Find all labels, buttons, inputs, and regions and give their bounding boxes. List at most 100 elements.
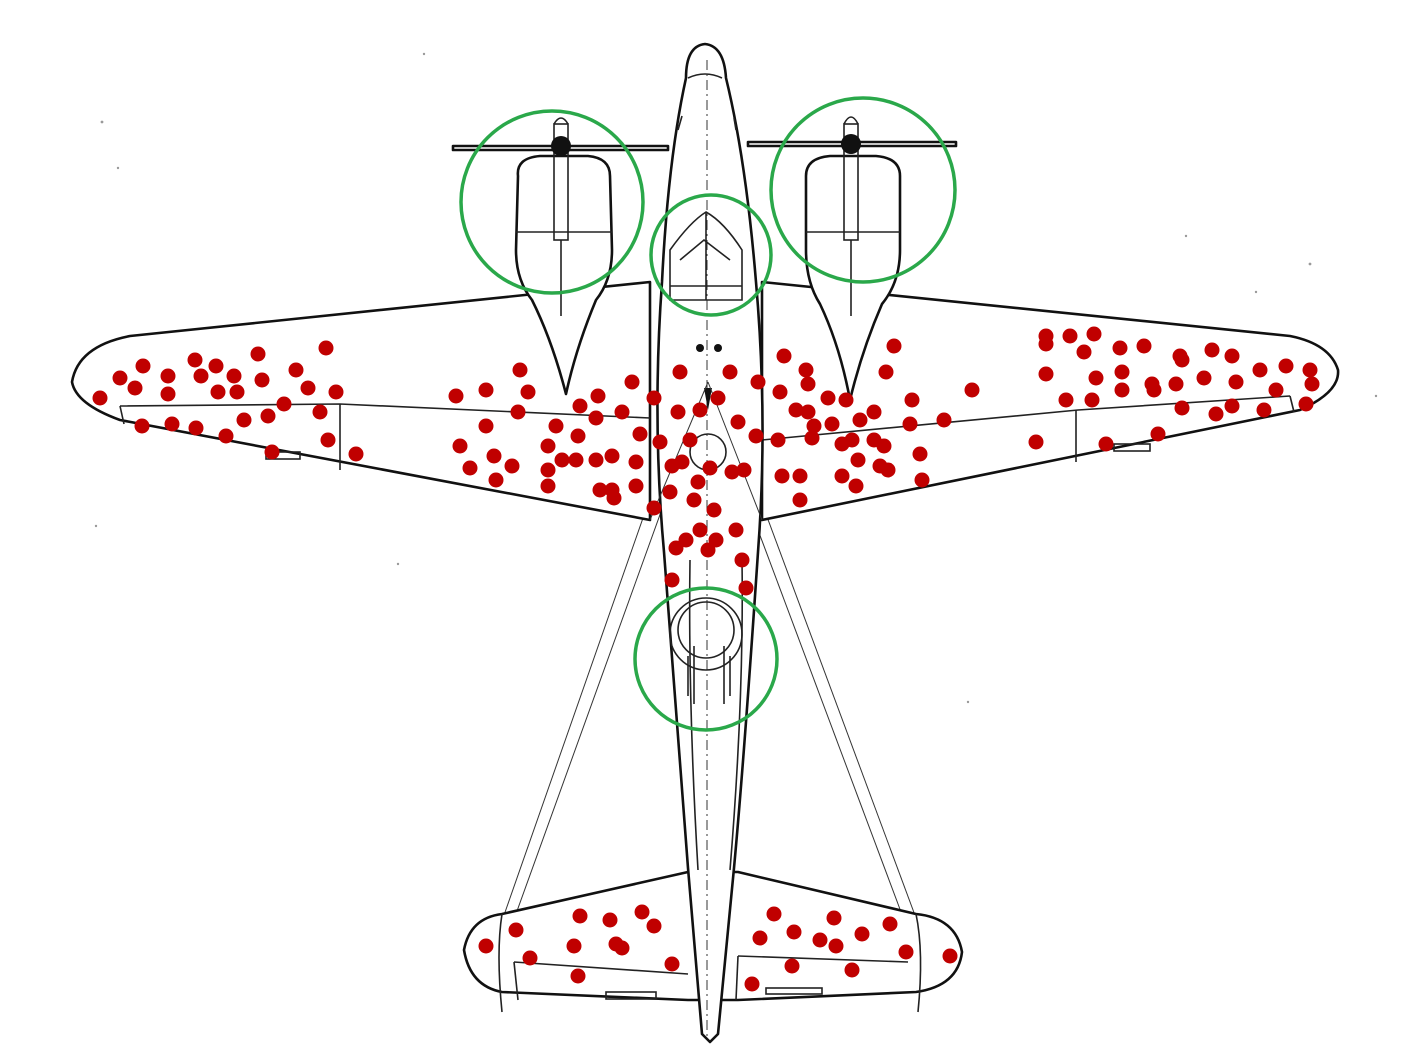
hit-marker xyxy=(786,924,802,940)
hit-marker xyxy=(792,468,808,484)
hit-marker xyxy=(452,438,468,454)
hit-marker xyxy=(1098,436,1114,452)
hit-marker xyxy=(1084,392,1100,408)
hit-marker xyxy=(160,386,176,402)
hit-marker xyxy=(806,418,822,434)
hit-marker xyxy=(752,930,768,946)
scan-speckles xyxy=(94,52,1378,704)
left-engine-nacelle xyxy=(451,117,670,396)
hit-marker xyxy=(904,392,920,408)
hit-marker xyxy=(92,390,108,406)
hit-marker xyxy=(318,340,334,356)
hit-marker xyxy=(686,492,702,508)
hit-marker xyxy=(522,950,538,966)
hit-marker xyxy=(328,384,344,400)
hit-marker xyxy=(614,404,630,420)
hit-marker xyxy=(604,448,620,464)
hit-marker xyxy=(1114,364,1130,380)
hit-marker xyxy=(1204,342,1220,358)
hit-marker xyxy=(134,418,150,434)
hit-marker xyxy=(852,412,868,428)
hit-marker xyxy=(127,380,143,396)
hit-marker xyxy=(1146,382,1162,398)
hit-marker xyxy=(1196,370,1212,386)
hit-marker xyxy=(700,542,716,558)
hit-marker xyxy=(744,976,760,992)
left-engine-ring xyxy=(459,109,645,295)
hit-marker xyxy=(800,376,816,392)
hit-marker xyxy=(1062,328,1078,344)
hit-marker xyxy=(1224,348,1240,364)
hit-marker xyxy=(722,364,738,380)
hit-marker xyxy=(187,352,203,368)
hit-marker xyxy=(1174,400,1190,416)
hit-marker xyxy=(798,362,814,378)
hit-marker xyxy=(820,390,836,406)
hit-marker xyxy=(882,916,898,932)
hit-marker xyxy=(674,454,690,470)
hit-marker xyxy=(1136,338,1152,354)
hit-marker xyxy=(572,908,588,924)
hit-marker xyxy=(572,398,588,414)
hit-marker xyxy=(692,522,708,538)
hit-marker xyxy=(632,426,648,442)
hit-marker xyxy=(486,448,502,464)
hit-marker xyxy=(834,468,850,484)
hit-marker xyxy=(588,452,604,468)
hit-marker xyxy=(736,462,752,478)
hit-marker xyxy=(520,384,536,400)
hit-marker xyxy=(828,938,844,954)
hit-marker xyxy=(208,358,224,374)
hit-marker xyxy=(188,420,204,436)
hit-marker xyxy=(942,948,958,964)
hit-marker xyxy=(804,430,820,446)
hit-marker xyxy=(774,468,790,484)
hit-marker xyxy=(218,428,234,444)
hit-marker xyxy=(1058,392,1074,408)
hit-marker xyxy=(229,384,245,400)
hit-marker xyxy=(1298,396,1314,412)
hit-marker xyxy=(624,374,640,390)
hit-marker xyxy=(164,416,180,432)
hit-marker xyxy=(512,362,528,378)
hit-marker xyxy=(936,412,952,428)
hit-marker xyxy=(848,478,864,494)
hit-marker xyxy=(692,402,708,418)
hit-marker xyxy=(614,940,630,956)
hit-marker xyxy=(866,404,882,420)
cockpit-ring xyxy=(649,193,773,317)
hit-marker xyxy=(1224,398,1240,414)
hit-marker xyxy=(1038,336,1054,352)
hit-marker xyxy=(1086,326,1102,342)
hit-marker xyxy=(1304,376,1320,392)
hit-marker xyxy=(112,370,128,386)
hit-marker xyxy=(312,404,328,420)
hit-marker xyxy=(478,382,494,398)
hit-marker xyxy=(1268,382,1284,398)
hit-marker xyxy=(914,472,930,488)
hit-marker xyxy=(662,484,678,500)
hit-marker xyxy=(964,382,980,398)
hit-marker xyxy=(236,412,252,428)
hit-marker xyxy=(568,452,584,468)
hit-marker xyxy=(1038,366,1054,382)
hit-marker xyxy=(592,482,608,498)
hit-marker xyxy=(652,434,668,450)
hit-marker xyxy=(690,474,706,490)
hit-marker xyxy=(193,368,209,384)
hit-marker xyxy=(646,500,662,516)
hit-marker xyxy=(566,938,582,954)
hit-marker xyxy=(668,540,684,556)
hit-marker xyxy=(826,910,842,926)
hit-marker xyxy=(554,452,570,468)
hit-marker xyxy=(800,404,816,420)
hit-marker xyxy=(854,926,870,942)
hit-marker xyxy=(664,572,680,588)
hit-marker xyxy=(646,390,662,406)
hit-marker xyxy=(734,552,750,568)
hit-marker xyxy=(672,364,688,380)
hit-marker xyxy=(730,414,746,430)
hit-marker xyxy=(770,432,786,448)
